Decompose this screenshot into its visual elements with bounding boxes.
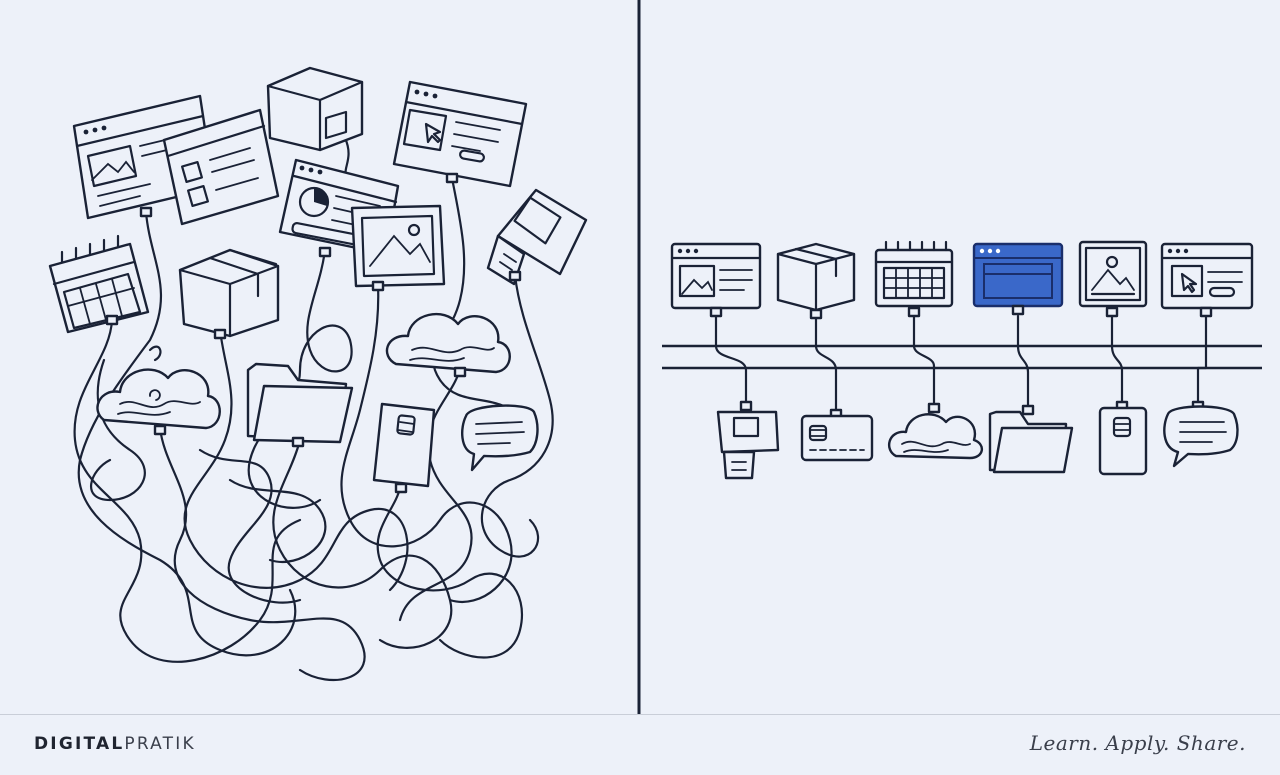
left-folder [246, 362, 354, 444]
right-image [1078, 240, 1148, 318]
left-credit-card [372, 402, 436, 488]
left-chat-bubble [461, 404, 539, 472]
left-box-1 [266, 66, 364, 152]
right-calendar [874, 240, 954, 318]
tangled-cables [73, 136, 554, 682]
right-usb-plug [716, 400, 780, 480]
brand-part2: PRATIK [124, 734, 196, 754]
right-credit-card [800, 408, 874, 462]
right-box [776, 242, 856, 320]
left-box-2 [178, 248, 280, 338]
left-cloud-2 [385, 313, 511, 374]
left-cloud [96, 368, 221, 430]
brand-part1: DIGITAL [34, 734, 125, 754]
left-calendar [48, 234, 150, 334]
tagline: Learn. Apply. Share. [1029, 731, 1246, 755]
illustration-svg [48, 0, 1262, 714]
bus-lines [662, 344, 1262, 370]
right-browser-image [670, 242, 762, 318]
right-chat-bubble [1163, 400, 1239, 468]
bus-connectors [714, 314, 1208, 414]
left-browser-cursor [392, 80, 528, 188]
right-folder [988, 404, 1074, 474]
left-browser-window-2 [162, 108, 280, 226]
right-cloud [887, 402, 983, 460]
left-image-frame [350, 204, 446, 288]
illustration [48, 0, 1262, 714]
right-browser-cursor [1160, 242, 1254, 318]
footer: DIGITALPRATIK Learn. Apply. Share. [0, 714, 1280, 775]
brand-logo[interactable]: DIGITALPRATIK [34, 734, 196, 754]
left-usb-plug [486, 188, 588, 286]
right-browser-highlighted [972, 242, 1064, 316]
right-sim-card [1098, 400, 1148, 476]
left-plugs [105, 172, 522, 494]
